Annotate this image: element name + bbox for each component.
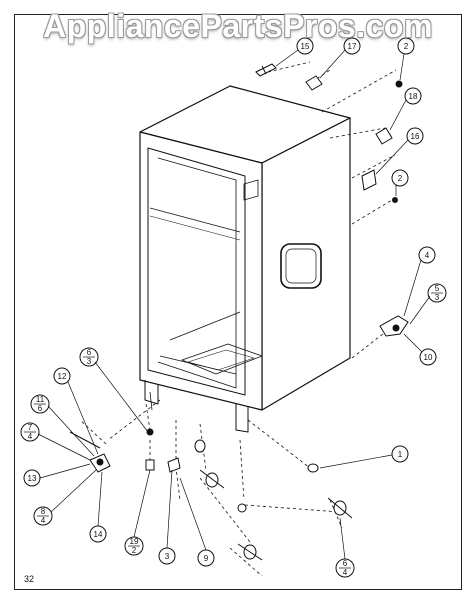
- callout-16: 16: [406, 127, 424, 145]
- callout-9: 9: [197, 549, 215, 567]
- svg-text:4: 4: [343, 568, 348, 577]
- part-roller-left: [205, 472, 219, 488]
- part-18-cap: [375, 127, 393, 145]
- callout-10: 10: [419, 348, 437, 366]
- callout-19-2: 192: [124, 536, 144, 556]
- svg-text:12: 12: [58, 372, 67, 381]
- svg-text:17: 17: [348, 42, 357, 51]
- svg-text:18: 18: [409, 92, 418, 101]
- callout-6-3: 63: [79, 347, 99, 367]
- callout-5-3: 53: [427, 283, 447, 303]
- svg-text:4: 4: [425, 251, 430, 260]
- callout-8-4: 84: [33, 506, 53, 526]
- svg-text:2: 2: [398, 174, 403, 183]
- svg-text:13: 13: [28, 474, 37, 483]
- callout-11-6: 116: [30, 394, 50, 414]
- part-15-fitting: [255, 63, 277, 77]
- part-16-clip: [361, 169, 377, 191]
- part-2-grommet-side: [392, 197, 398, 203]
- svg-text:19: 19: [130, 537, 139, 546]
- part-19-leveler: [145, 459, 155, 471]
- svg-text:2: 2: [132, 546, 137, 555]
- callout-7-4: 74: [20, 422, 40, 442]
- part-2-grommet-top: [395, 80, 403, 88]
- svg-text:5: 5: [435, 284, 440, 293]
- svg-text:14: 14: [94, 530, 103, 539]
- side-access-window: [280, 243, 322, 289]
- callout-4: 4: [418, 246, 436, 264]
- svg-text:1: 1: [398, 450, 403, 459]
- svg-text:10: 10: [424, 353, 433, 362]
- callout-13: 13: [23, 469, 41, 487]
- svg-text:4: 4: [41, 516, 46, 525]
- part-roller-rear: [194, 439, 206, 453]
- svg-text:3: 3: [165, 552, 170, 561]
- svg-text:15: 15: [301, 42, 310, 51]
- callout-6-4: 64: [335, 558, 355, 578]
- callout-2-side: 2: [391, 169, 409, 187]
- cabinet-front-frame: [139, 131, 263, 411]
- callout-18: 18: [404, 87, 422, 105]
- callout-17: 17: [343, 37, 361, 55]
- part-17-nut: [305, 75, 323, 91]
- svg-text:3: 3: [435, 293, 440, 302]
- callout-12: 12: [53, 367, 71, 385]
- svg-text:6: 6: [343, 559, 348, 568]
- callout-2-top: 2: [397, 37, 415, 55]
- callout-3: 3: [158, 547, 176, 565]
- svg-text:9: 9: [204, 554, 209, 563]
- svg-text:4: 4: [28, 432, 33, 441]
- part-9-spacer: [167, 457, 181, 473]
- svg-text:6: 6: [38, 404, 43, 413]
- svg-text:6: 6: [87, 348, 92, 357]
- callout-1: 1: [391, 445, 409, 463]
- svg-text:3: 3: [87, 357, 92, 366]
- callout-14: 14: [89, 525, 107, 543]
- cabinet-opening: [147, 147, 246, 396]
- svg-text:8: 8: [41, 507, 46, 516]
- svg-text:16: 16: [411, 132, 420, 141]
- svg-text:2: 2: [404, 42, 409, 51]
- part-1-foot: [307, 463, 319, 473]
- part-6-screw: [146, 428, 154, 436]
- svg-text:7: 7: [28, 423, 33, 432]
- watermark-logo: AppliancePartsPros.com: [43, 8, 433, 44]
- svg-text:11: 11: [36, 395, 45, 404]
- page-number: 32: [24, 574, 35, 584]
- callout-15: 15: [296, 37, 314, 55]
- diagram-frame: [14, 14, 462, 590]
